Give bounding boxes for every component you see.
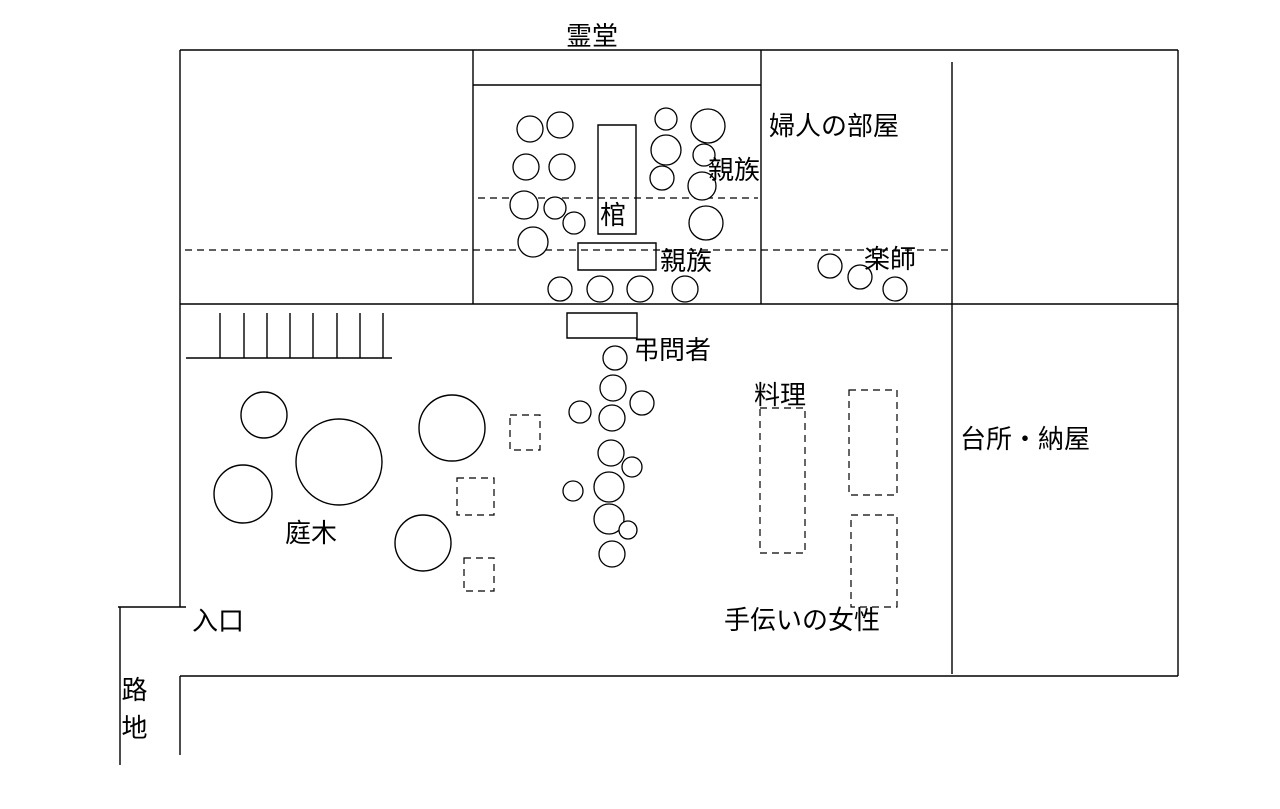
mourner-person bbox=[622, 457, 642, 477]
label-reido: 霊堂 bbox=[566, 22, 618, 52]
relative-person bbox=[549, 154, 575, 180]
relative-person bbox=[627, 276, 653, 302]
alley bbox=[118, 607, 186, 765]
label-hitsugi: 棺 bbox=[600, 201, 626, 231]
relative-person bbox=[548, 277, 572, 301]
relative-person bbox=[513, 154, 539, 180]
cooking-table bbox=[849, 390, 897, 495]
label-tetsudai: 手伝いの女性 bbox=[724, 606, 880, 636]
tree bbox=[296, 419, 382, 505]
relative-person bbox=[651, 135, 681, 165]
relative-person bbox=[517, 116, 543, 142]
tree bbox=[241, 392, 287, 438]
relative-person bbox=[587, 276, 613, 302]
garden-trees bbox=[214, 392, 485, 571]
dashed-lines bbox=[185, 198, 950, 250]
musicians-group bbox=[818, 254, 907, 301]
relatives-front-row bbox=[548, 276, 698, 302]
musician-person bbox=[883, 277, 907, 301]
label-roji: 路地 bbox=[117, 676, 147, 752]
coffin bbox=[598, 125, 636, 234]
mourner-person bbox=[594, 472, 624, 502]
label-chomonsha: 弔問者 bbox=[633, 336, 711, 366]
label-daidokoro: 台所・納屋 bbox=[960, 425, 1090, 455]
relative-person bbox=[518, 227, 548, 257]
tree bbox=[419, 395, 485, 461]
relative-person bbox=[689, 206, 723, 240]
mourner-person bbox=[599, 405, 625, 431]
mourner-person bbox=[619, 521, 637, 539]
label-niwaki: 庭木 bbox=[285, 519, 337, 549]
cooking-table bbox=[851, 515, 897, 607]
mourner-person bbox=[569, 401, 591, 423]
mourner-person bbox=[599, 541, 625, 567]
label-iriguchi: 入口 bbox=[192, 607, 244, 637]
mourner-person bbox=[600, 375, 626, 401]
relatives-right-group bbox=[650, 108, 725, 240]
relative-person bbox=[672, 276, 698, 302]
relative-person bbox=[510, 191, 538, 219]
offering-table-lower bbox=[567, 313, 637, 338]
dashed-box bbox=[457, 478, 494, 515]
bench bbox=[186, 313, 392, 358]
relative-person bbox=[544, 197, 566, 219]
mourner-person bbox=[603, 346, 627, 370]
relative-person bbox=[655, 108, 677, 130]
musician-person bbox=[848, 265, 872, 289]
relative-person bbox=[691, 109, 725, 143]
walls bbox=[180, 50, 1178, 676]
relatives-left-group bbox=[510, 112, 585, 257]
mourners-queue bbox=[563, 346, 654, 567]
dashed-box bbox=[510, 415, 540, 450]
label-shinzoku-upper: 親族 bbox=[708, 156, 760, 186]
relative-person bbox=[693, 144, 715, 166]
mourner-person bbox=[630, 391, 654, 415]
mourner-person bbox=[594, 504, 624, 534]
dashed-box bbox=[464, 558, 494, 591]
relative-person bbox=[547, 112, 573, 138]
mourner-person bbox=[598, 440, 624, 466]
garden-dashed-boxes bbox=[457, 415, 540, 591]
mourner-person bbox=[563, 481, 583, 501]
labels: 霊堂 婦人の部屋 親族 棺 親族 楽師 弔問者 料理 台所・納屋 庭木 入口 手… bbox=[117, 22, 1090, 752]
tree bbox=[214, 465, 272, 523]
label-ryori: 料理 bbox=[754, 381, 806, 411]
tree bbox=[395, 515, 451, 571]
relative-person bbox=[563, 212, 585, 234]
label-shinzoku-lower: 親族 bbox=[660, 247, 712, 277]
label-fujin-room: 婦人の部屋 bbox=[769, 112, 899, 142]
musician-person bbox=[818, 254, 842, 278]
offering-table-upper bbox=[578, 243, 656, 270]
cooking-tables bbox=[760, 390, 897, 607]
relative-person bbox=[688, 172, 716, 200]
relative-person bbox=[650, 166, 674, 190]
label-gakushi: 楽師 bbox=[864, 245, 916, 275]
cooking-table bbox=[760, 408, 805, 553]
